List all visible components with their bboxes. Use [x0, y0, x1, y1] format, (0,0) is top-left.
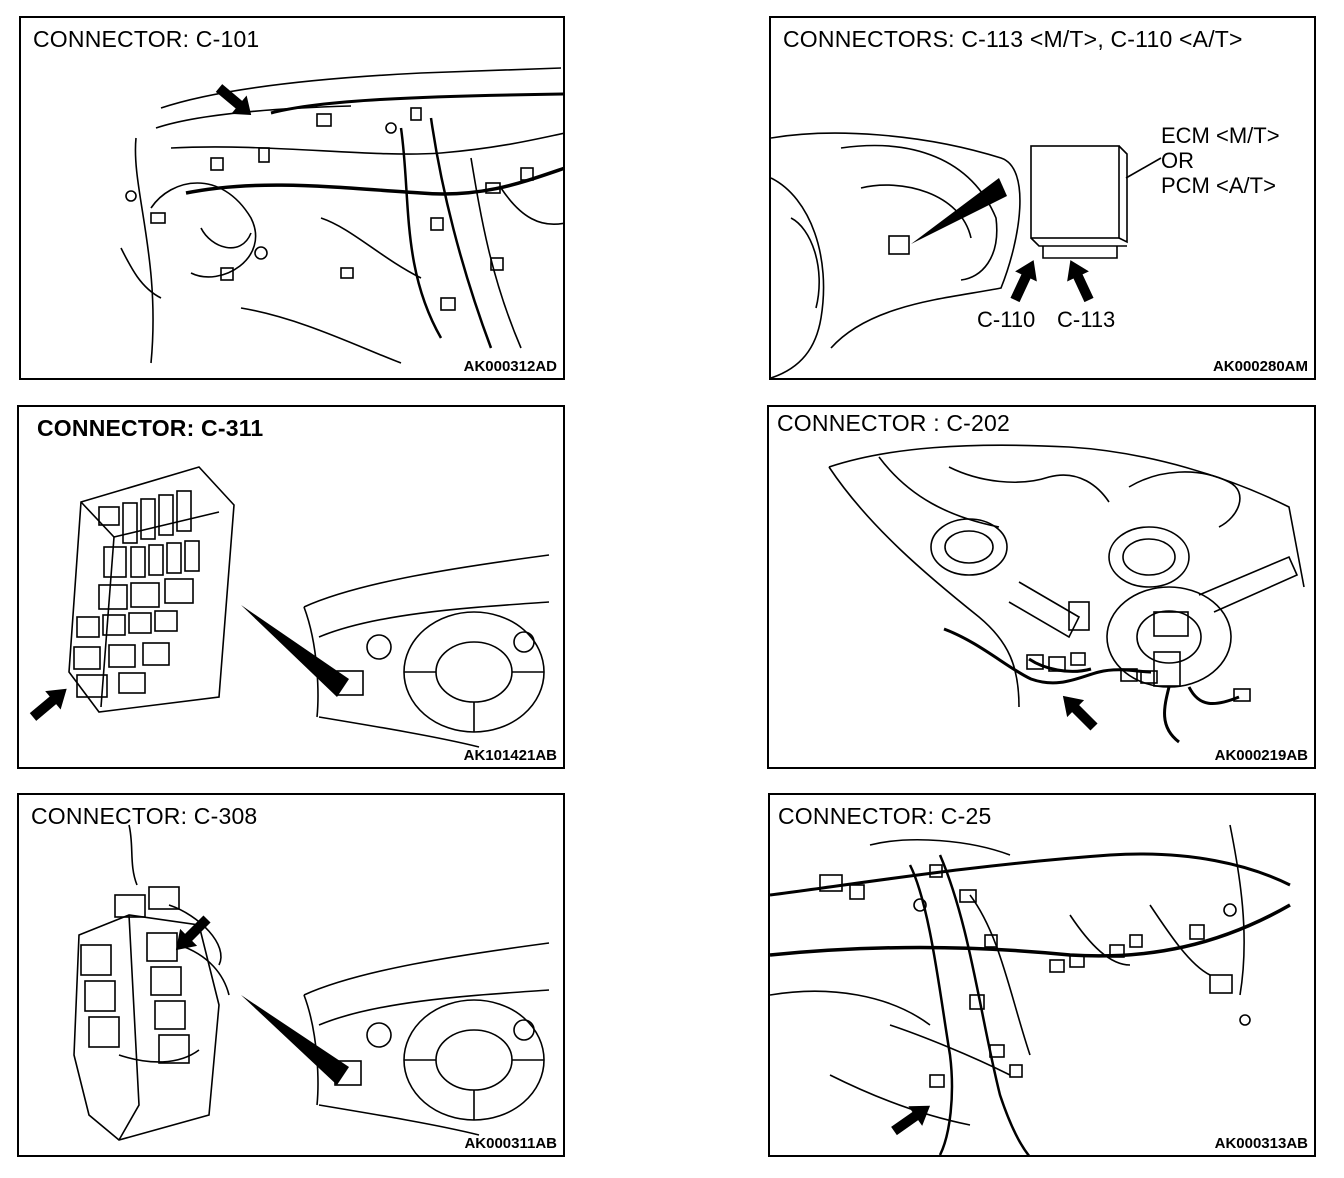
panel-c202: CONNECTOR : C-202 AK000219AB — [767, 405, 1316, 769]
pointer-arrow-icon — [29, 688, 67, 721]
ecm-label-line: OR — [1161, 148, 1194, 173]
figure-code: AK000313AB — [1214, 1135, 1308, 1152]
pointer-arrow-icon — [215, 84, 252, 115]
junction-block-illustration — [73, 824, 550, 1141]
ecm-label-line: PCM <A/T> — [1161, 173, 1276, 198]
dashboard-wiring-illustration — [770, 824, 1291, 1155]
panel-title: CONNECTOR: C-25 — [778, 803, 992, 829]
panel-title: CONNECTORS: C-113 <M/T>, C-110 <A/T> — [783, 26, 1243, 52]
pointer-arrow-icon — [1010, 260, 1037, 303]
panel-c25: CONNECTOR: C-25 AK000313AB — [768, 793, 1316, 1157]
panel-title: CONNECTOR: C-101 — [33, 26, 260, 52]
connector-label-c113: C-113 — [1057, 307, 1116, 332]
dashboard-wiring-illustration — [120, 67, 563, 364]
ecm-label-line: ECM <M/T> — [1161, 123, 1280, 148]
ecm-location-illustration — [771, 132, 1162, 378]
pointer-arrow-icon — [175, 915, 211, 951]
panel-title: CONNECTOR: C-308 — [31, 803, 258, 829]
panel-title: CONNECTOR: C-311 — [37, 415, 264, 441]
junction-block-illustration — [29, 466, 550, 748]
panel-c101: CONNECTOR: C-101 AK000312AD — [19, 16, 565, 380]
figure-code: AK000312AD — [463, 358, 557, 375]
connector-label-c110: C-110 — [977, 307, 1036, 332]
figure-code: AK000280AM — [1212, 358, 1308, 375]
figure-code: AK000311AB — [464, 1135, 557, 1152]
panel-c311: CONNECTOR: C-311 AK101421AB — [17, 405, 565, 769]
pointer-arrow-icon — [891, 1105, 931, 1136]
panel-title: CONNECTOR : C-202 — [777, 410, 1011, 436]
pointer-arrow-icon — [1062, 695, 1098, 731]
steering-column-illustration — [828, 444, 1305, 744]
pointer-arrow-icon — [1067, 260, 1094, 303]
panel-c308: CONNECTOR: C-308 AK000311AB — [17, 793, 565, 1157]
panel-c113-c110: CONNECTORS: C-113 <M/T>, C-110 <A/T> ECM… — [769, 16, 1316, 380]
figure-code: AK000219AB — [1214, 747, 1308, 764]
figure-code: AK101421AB — [463, 747, 557, 764]
